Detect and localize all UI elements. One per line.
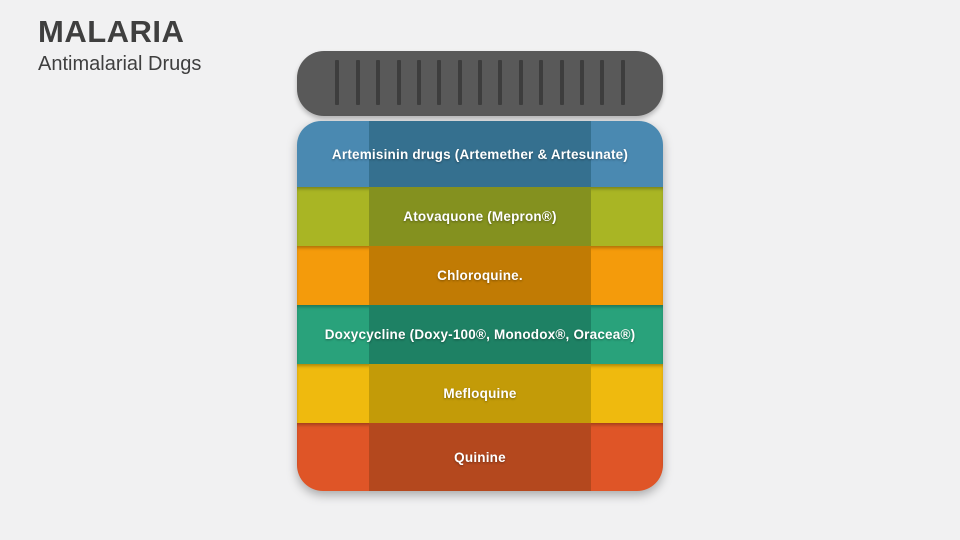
drug-band-mefloquine: Mefloquine [297,364,663,423]
band-center-overlay [369,121,591,187]
cap-ridge-line [620,60,625,105]
cap-ridge-line [498,60,503,105]
drug-band-atovaquone: Atovaquone (Mepron®) [297,187,663,246]
cap-ridge-line [539,60,544,105]
cap-ridge-line [457,60,462,105]
drug-band-label: Atovaquone (Mepron®) [403,209,557,224]
bottle-cap [297,51,663,116]
cap-ridge-line [478,60,482,105]
drug-band-label: Doxycycline (Doxy-100®, Monodox®, Oracea… [324,327,636,342]
cap-ridge-line [559,60,564,105]
cap-ridge-line [376,60,381,105]
band-center-overlay [369,364,591,423]
band-center-overlay [369,187,591,246]
bottle-body: Artemisinin drugs (Artemether & Artesuna… [297,121,663,491]
band-center-overlay [369,246,591,305]
band-center-overlay [369,305,591,364]
drug-band-chloroquine: Chloroquine. [297,246,663,305]
cap-ridge-line [396,60,401,105]
band-center-overlay [369,423,591,491]
page-title: MALARIA [38,14,185,49]
drug-band-artemisinin: Artemisinin drugs (Artemether & Artesuna… [297,121,663,187]
drug-band-label: Artemisinin drugs (Artemether & Artesuna… [331,146,629,162]
drug-band-doxycycline: Doxycycline (Doxy-100®, Monodox®, Oracea… [297,305,663,364]
drug-band-label: Mefloquine [443,386,517,401]
cap-ridge-line [579,60,584,105]
drug-band-label: Quinine [454,449,506,465]
cap-ridge-line [600,60,605,105]
cap-ridge-line [416,60,421,105]
cap-ridge-line [518,60,523,105]
cap-ridge-line [437,60,442,105]
pill-bottle-graphic: Artemisinin drugs (Artemether & Artesuna… [297,51,663,491]
title-block: MALARIA Antimalarial Drugs [38,14,201,76]
drug-band-quinine: Quinine [297,423,663,491]
drug-band-label: Chloroquine. [437,268,523,283]
cap-ridge-line [335,60,340,105]
cap-ridge-line [355,60,360,105]
page-subtitle: Antimalarial Drugs [38,52,202,75]
